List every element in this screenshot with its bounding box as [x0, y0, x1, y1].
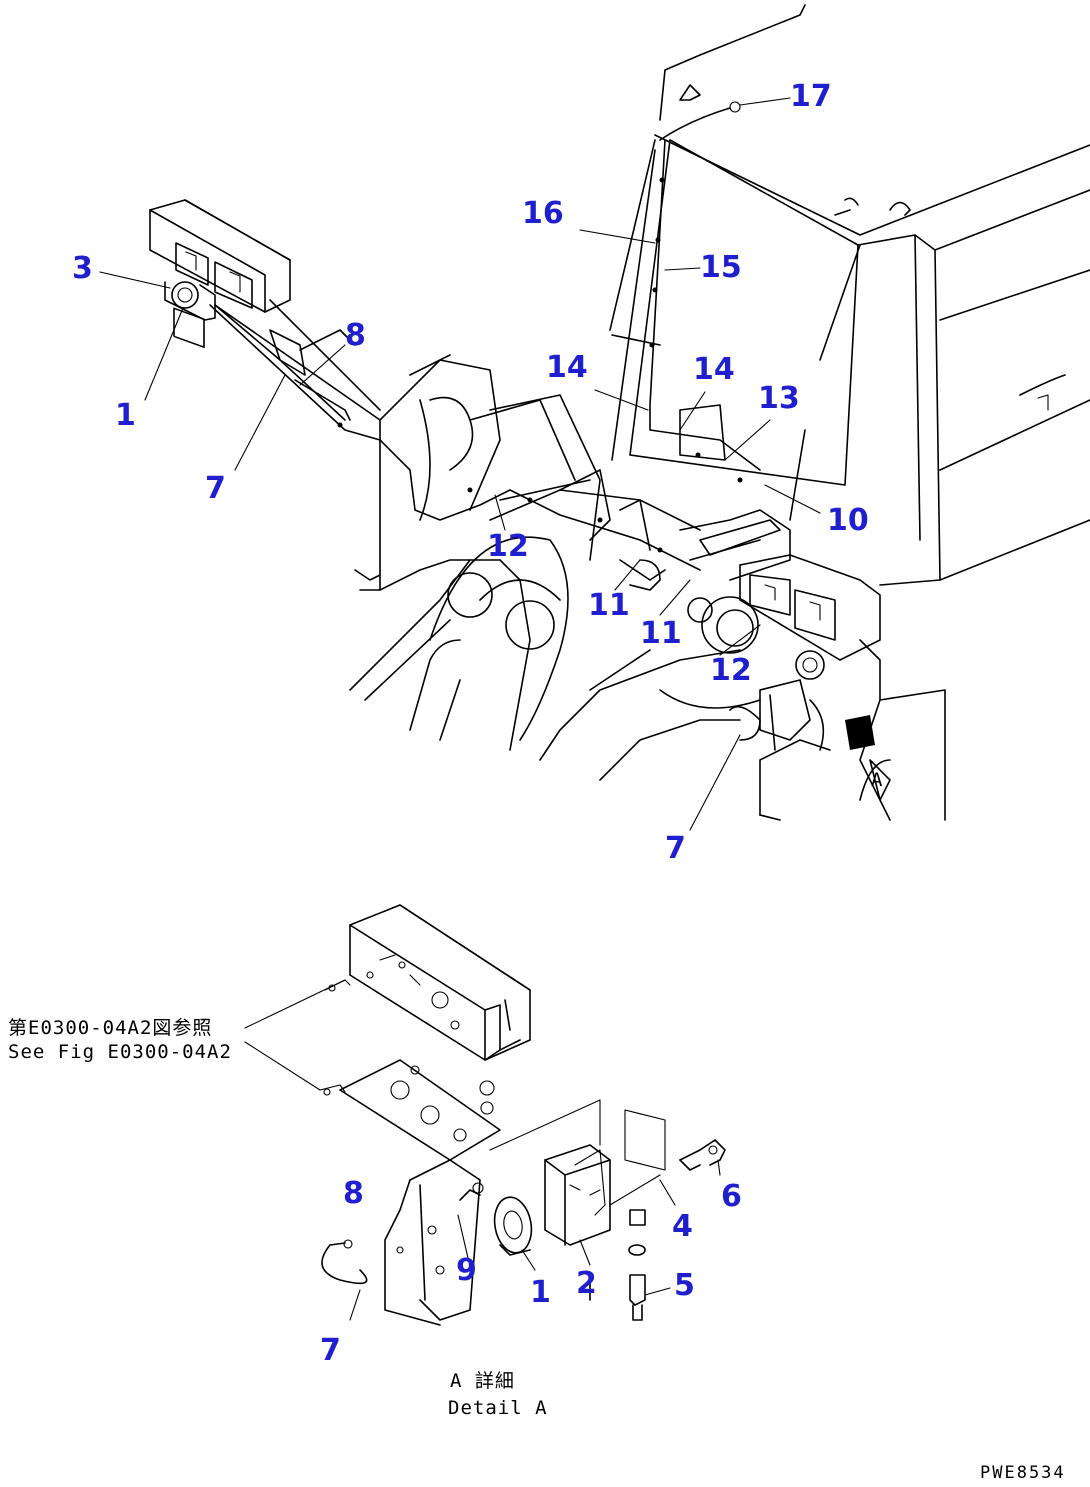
- callout-14-right: 14: [693, 352, 735, 387]
- callout-8-detail: 8: [343, 1176, 364, 1211]
- callout-11-left: 11: [588, 588, 630, 623]
- callout-7-mid: 7: [665, 831, 686, 866]
- callout-11-right: 11: [640, 616, 682, 651]
- main-frame: [214, 299, 791, 781]
- callout-3: 3: [72, 251, 93, 286]
- leader-lines-top: [99, 97, 821, 831]
- detail-a-guide-lines: [244, 979, 661, 1206]
- detail-label-japanese: A 詳細: [450, 1370, 515, 1392]
- leader-lines-detail: [349, 1159, 721, 1321]
- reference-note-japanese: 第E0300-04A2図参照: [8, 1017, 212, 1039]
- callout-4: 4: [672, 1209, 693, 1244]
- detail-a-assembly: [319, 904, 726, 1326]
- callout-6: 6: [721, 1179, 742, 1214]
- callout-13: 13: [758, 381, 800, 416]
- right-switch-panel: [729, 554, 946, 821]
- callout-1-top: 1: [115, 398, 136, 433]
- window-frame: [609, 139, 859, 486]
- callout-16: 16: [522, 196, 564, 231]
- reference-note-english: See Fig E0300-04A2: [8, 1041, 232, 1063]
- callout-5: 5: [674, 1268, 695, 1303]
- callout-12-left: 12: [487, 529, 529, 564]
- callout-7-detail: 7: [320, 1333, 341, 1368]
- callout-10: 10: [827, 503, 869, 538]
- view-marker-a: A: [871, 769, 883, 791]
- drawing-code: PWE8534: [980, 1463, 1066, 1483]
- callout-14-left: 14: [546, 350, 588, 385]
- cab-outline: [654, 4, 1090, 586]
- callout-9: 9: [456, 1253, 477, 1288]
- callout-15: 15: [700, 250, 742, 285]
- harness-vertical: [649, 101, 761, 483]
- detail-label-english: Detail A: [448, 1397, 548, 1419]
- callout-2: 2: [576, 1266, 597, 1301]
- pillar-lines: [789, 244, 861, 521]
- left-switch-panel: [149, 199, 291, 349]
- callout-17: 17: [790, 79, 832, 114]
- callout-8-top: 8: [345, 318, 366, 353]
- callout-1-detail: 1: [530, 1275, 551, 1310]
- callout-12-right: 12: [710, 653, 752, 688]
- harness-horizontal: [209, 304, 781, 581]
- callout-7-left: 7: [205, 471, 226, 506]
